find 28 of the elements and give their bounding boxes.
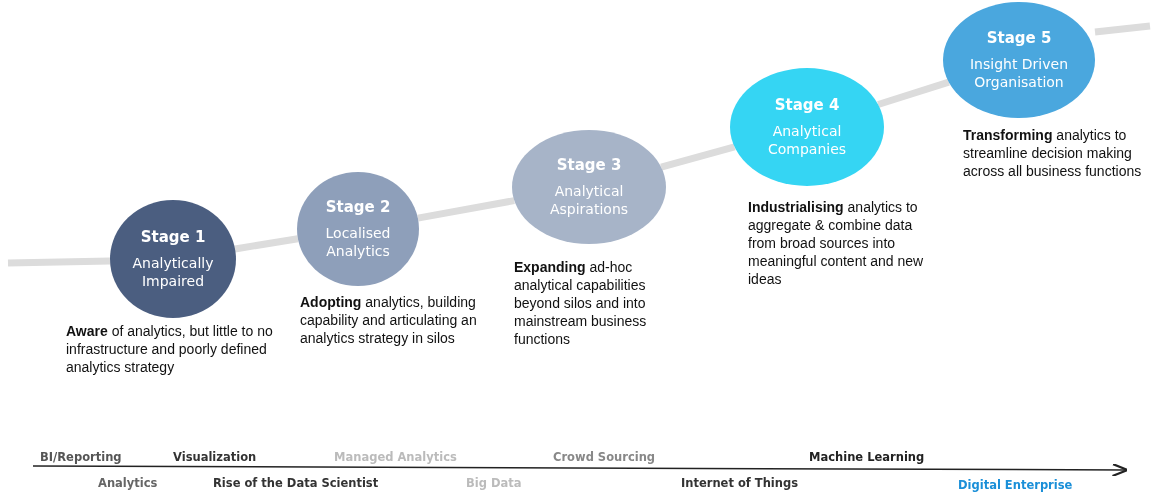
stage-title: Stage 1 (140, 228, 206, 246)
trend-line (877, 78, 950, 108)
timeline-term: Internet of Things (681, 476, 799, 490)
stage-title: Stage 4 (774, 96, 840, 114)
stage-description: Transforming analytics to streamline decision making across all business functions (963, 126, 1143, 180)
stage-title: Stage 5 (986, 29, 1052, 47)
stage-description: Aware of analytics, but little to no infrastructure and poorly defined analytics strategy (66, 322, 274, 376)
stage-name: Analytical Companies (766, 122, 848, 158)
stage-name: Analytical Aspirations (548, 182, 630, 218)
stage-description: Adopting analytics, building capability and articulating an analytics strategy in silos (300, 293, 478, 347)
timeline-term: BI/Reporting (40, 450, 122, 464)
stage-name: Insight Driven Organisation (968, 55, 1070, 91)
trend-line (417, 197, 515, 222)
timeline-term: Digital Enterprise (958, 478, 1073, 492)
stage-title: Stage 3 (556, 156, 622, 174)
stage-name: Analytically Impaired (131, 254, 215, 290)
trend-line (234, 235, 299, 253)
timeline-term: Crowd Sourcing (553, 450, 656, 464)
timeline-term: Rise of the Data Scientist (213, 476, 379, 490)
stage-description: Industrialising analytics to aggregate & combine data from broad sources into meaningful content and new ideas (748, 198, 925, 288)
stage-title: Stage 2 (325, 198, 391, 216)
stage-name: Localised Analytics (324, 224, 392, 260)
timeline-term: Analytics (98, 476, 158, 490)
timeline-term: Big Data (466, 476, 522, 490)
timeline-term: Visualization (173, 450, 257, 464)
timeline-term: Machine Learning (809, 450, 925, 464)
stage-description: Expanding ad-hoc analytical capabilities beyond silos and into mainstream business functions (514, 258, 648, 348)
timeline-term: Managed Analytics (334, 450, 457, 464)
